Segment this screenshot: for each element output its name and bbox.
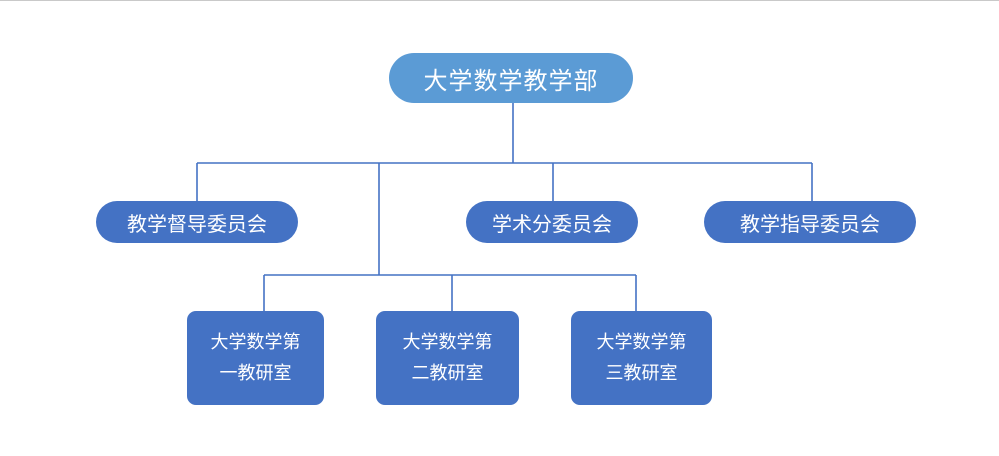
top-border bbox=[0, 0, 999, 1]
office-node-2: 大学数学第 二教研室 bbox=[376, 311, 519, 405]
office-node-3: 大学数学第 三教研室 bbox=[571, 311, 712, 405]
office-node-1: 大学数学第 一教研室 bbox=[187, 311, 324, 405]
committee-label: 教学指导委员会 bbox=[740, 211, 880, 236]
office-label-line2: 三教研室 bbox=[605, 363, 678, 384]
office-label-line2: 一教研室 bbox=[219, 363, 292, 384]
committee-label: 教学督导委员会 bbox=[127, 211, 267, 236]
committee-node-teaching-supervision: 教学督导委员会 bbox=[96, 201, 298, 243]
committee-label: 学术分委员会 bbox=[492, 211, 612, 236]
committee-node-academic: 学术分委员会 bbox=[466, 201, 638, 243]
office-label-line1: 大学数学第 bbox=[402, 332, 493, 353]
office-label-line1: 大学数学第 bbox=[210, 332, 301, 353]
office-label-line1: 大学数学第 bbox=[596, 332, 687, 353]
root-node-math-department: 大学数学教学部 bbox=[389, 53, 633, 103]
committee-node-teaching-guidance: 教学指导委员会 bbox=[704, 201, 916, 243]
root-node-label: 大学数学教学部 bbox=[423, 66, 599, 95]
office-label-line2: 二教研室 bbox=[411, 363, 484, 384]
